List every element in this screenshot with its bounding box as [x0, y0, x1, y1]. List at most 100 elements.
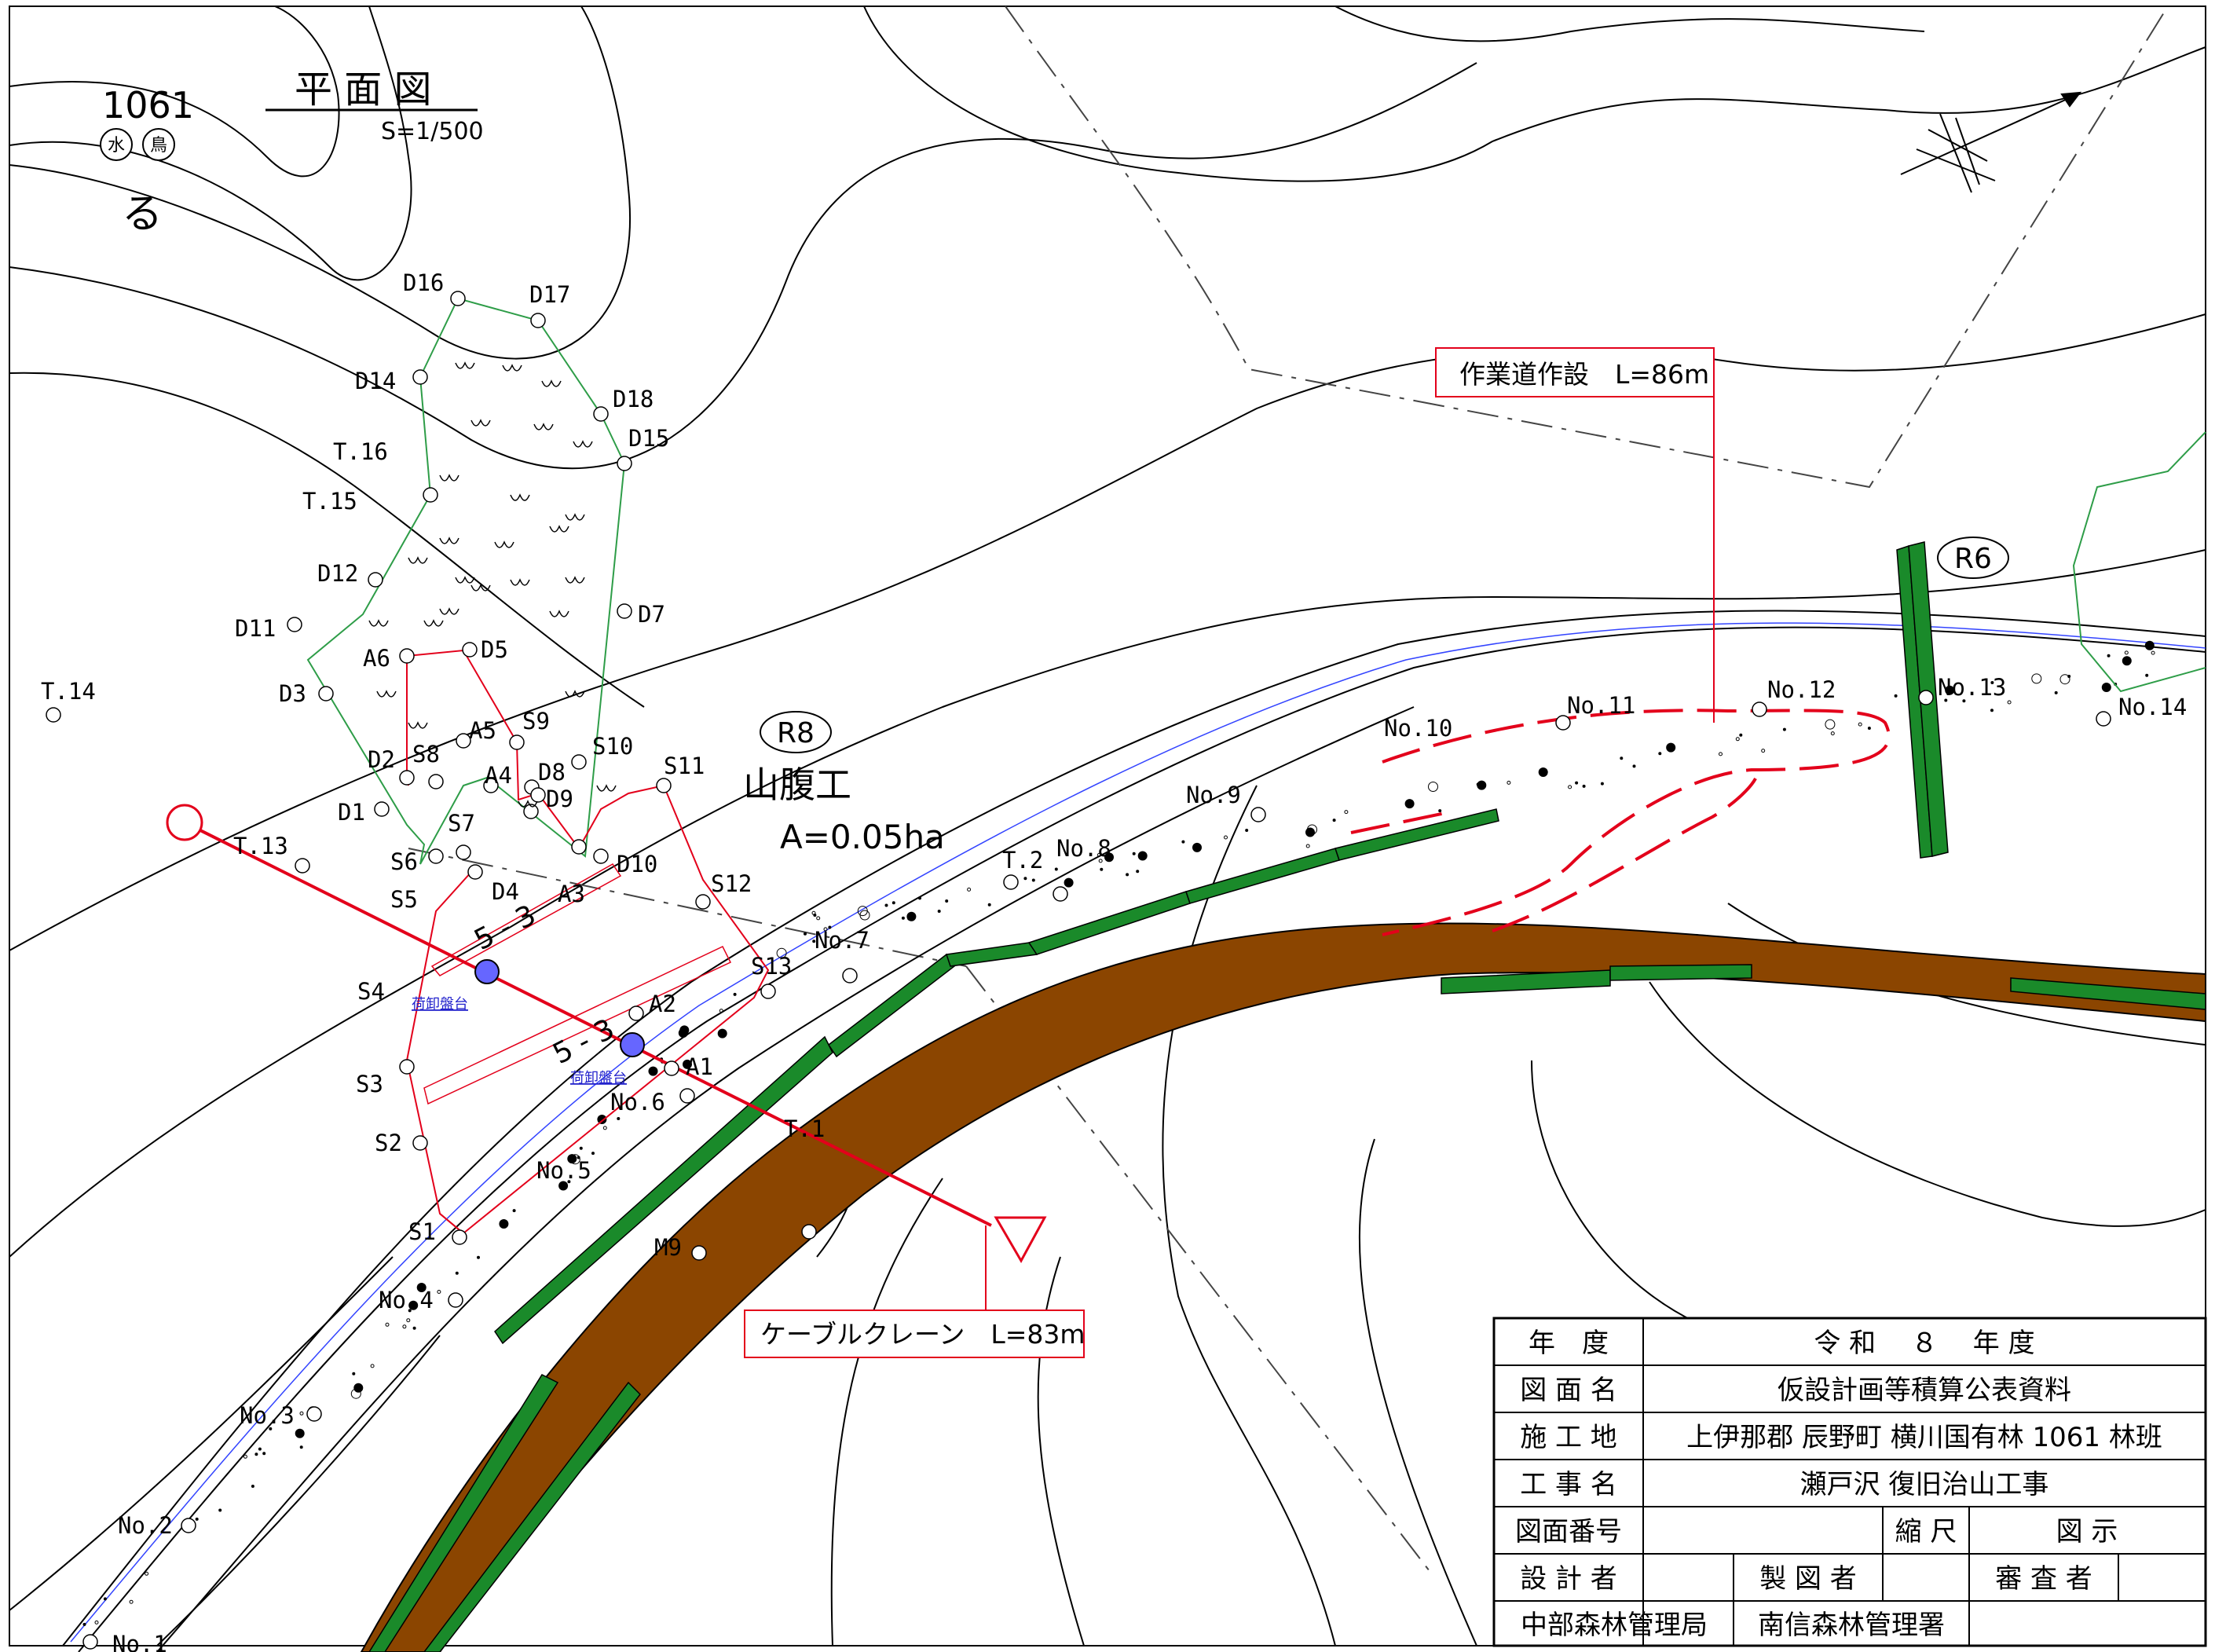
gravel-dot [251, 1485, 254, 1488]
gravel-dot [195, 1517, 199, 1521]
gravel-dot [2059, 674, 2070, 685]
point-label: S7 [448, 810, 475, 837]
hachure-mark [494, 540, 514, 548]
point-label: No.5 [536, 1157, 591, 1184]
gravel-dot [406, 1318, 411, 1323]
gravel-dot [567, 1180, 571, 1184]
point-label: A6 [363, 645, 390, 672]
gravel-dot [733, 992, 737, 996]
point-label: T.14 [41, 678, 96, 705]
gravel-dot [1782, 727, 1786, 731]
gravel-dot [1098, 859, 1103, 863]
cable-callout-box [744, 1310, 1085, 1358]
tb-checker-label: 審 査 者 [1995, 1563, 2092, 1595]
gravel-dot [648, 1066, 658, 1076]
gravel-dot [945, 899, 949, 903]
gravel-dot [987, 903, 991, 907]
gravel-dot [828, 925, 832, 929]
gravel-dot [1719, 752, 1723, 756]
gravel-dot [1575, 781, 1579, 785]
point-label: D17 [529, 281, 570, 308]
tb-bureau: 中部森林管理局 [1521, 1610, 1708, 1641]
gravel-dot [569, 1154, 580, 1165]
hachure-mark [518, 800, 538, 808]
map-frame [9, 5, 2206, 1647]
point-label: D18 [613, 386, 654, 412]
compartment-circle-left: 水 [108, 136, 125, 156]
point-label: S4 [357, 978, 385, 1005]
tb-drawing-no-label: 図面番号 [1515, 1516, 1622, 1548]
gravel-dot [218, 1508, 222, 1512]
gravel-dot [353, 1383, 364, 1393]
gravel-dot [1894, 694, 1898, 698]
gravel-dot [1245, 829, 1249, 832]
gravel-dot [1990, 681, 1994, 684]
gravel-dot [1739, 733, 1743, 737]
gravel-dot [1224, 835, 1228, 840]
gravel-dots [82, 640, 2155, 1626]
gravel-dot [1132, 852, 1136, 855]
gravel-dot [370, 1364, 375, 1368]
gravel-dot [499, 1219, 509, 1229]
hachure-mark [423, 619, 444, 627]
point-label: S2 [375, 1130, 402, 1156]
hachure-mark [565, 513, 585, 521]
point-label: M9 [654, 1234, 682, 1261]
area-r8-type: 山腹工 [743, 764, 851, 806]
gravel-dot [617, 1117, 621, 1120]
cable-start-marker [166, 804, 203, 841]
gravel-dot [1136, 870, 1140, 874]
hachure-mark [510, 578, 530, 586]
point-label: D10 [617, 851, 657, 877]
unloading-stage-marker [620, 1032, 645, 1057]
gravel-dot [823, 927, 828, 932]
tb-year-label: 年 度 [1529, 1328, 1609, 1359]
gravel-dot [937, 910, 941, 913]
gravel-dot [2107, 654, 2111, 658]
point-label: S10 [592, 733, 633, 760]
hachure-mark [470, 584, 491, 592]
gravel-dot [243, 1454, 247, 1459]
area-r8-area: A=0.05ha [780, 818, 945, 856]
tb-drafter-label: 製 図 者 [1759, 1563, 1857, 1595]
red-dashed-road [1350, 709, 1891, 936]
gravel-dot [602, 1126, 607, 1130]
gravel-dot [1632, 764, 1636, 768]
hachure-mark [565, 690, 585, 698]
hachure-mark [408, 556, 428, 564]
point-label: No.14 [2118, 694, 2187, 720]
point-label: No.11 [1567, 692, 1635, 719]
point-label: No.8 [1056, 835, 1111, 862]
cable-crane [166, 804, 1047, 1264]
point-label: D12 [317, 560, 358, 587]
gravel-dot [776, 947, 787, 958]
hachure-mark [368, 619, 389, 627]
gravel-dot [352, 1372, 356, 1375]
area-r6-oval [1937, 537, 2009, 579]
point-label: S11 [664, 753, 705, 779]
gravel-dot [269, 1427, 273, 1430]
existing-road-edges [62, 610, 2206, 1652]
gravel-dot [1507, 780, 1511, 785]
point-label: S1 [408, 1218, 436, 1245]
hachure-mark [455, 576, 475, 584]
point-label: No.1 [112, 1631, 167, 1652]
hachure-mark [541, 379, 562, 387]
gravel-dot [385, 1322, 390, 1327]
gravel-dot [2101, 683, 2111, 692]
title-block: 年 度 令 和 ８ 年 度 図 面 名 仮設計画等積算公表資料 施 工 地 上伊… [1492, 1317, 2207, 1647]
gravel-dot [2122, 656, 2132, 666]
tb-site-label: 施 工 地 [1520, 1422, 1617, 1453]
point-label: S5 [390, 886, 418, 913]
tb-office: 南信森林管理署 [1758, 1610, 1945, 1641]
tb-site-value: 上伊那郡 辰野町 横川国有林 1061 林班 [1686, 1422, 2162, 1453]
gravel-dot [254, 1452, 258, 1456]
gravel-dot [1404, 799, 1415, 809]
hachure-mark [502, 364, 522, 372]
gravel-dot [1944, 698, 1948, 702]
gravel-dot [2007, 700, 2012, 705]
gravel-dot [1990, 709, 1994, 712]
point-label: No.3 [240, 1402, 295, 1429]
hachure-mark [549, 610, 569, 617]
